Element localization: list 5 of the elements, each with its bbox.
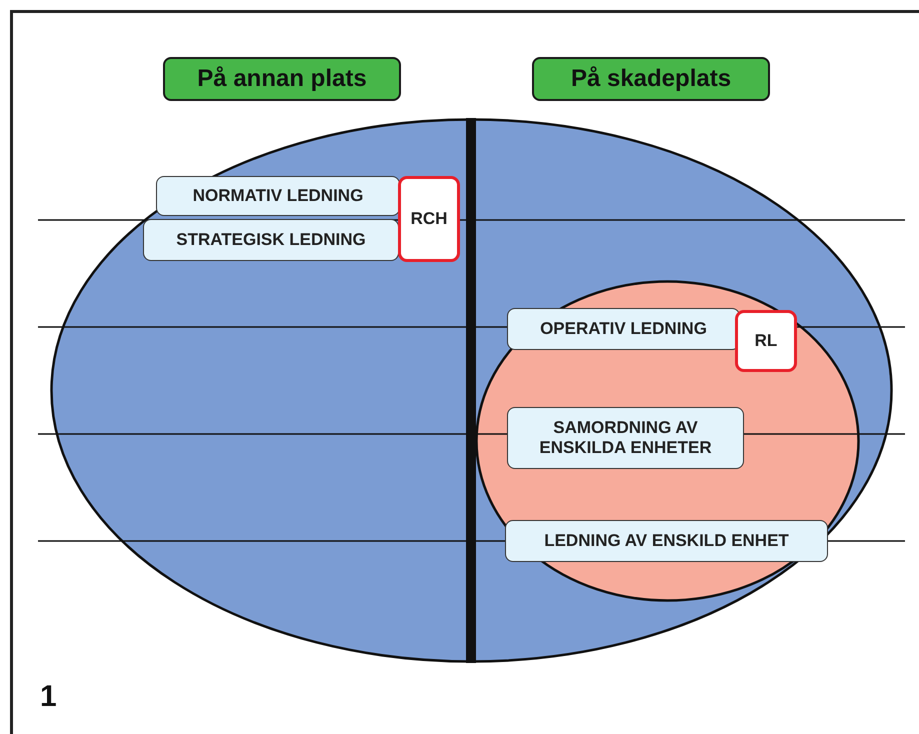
figure-number: 1 <box>40 680 57 714</box>
heading-badge: På annan plats <box>163 57 401 101</box>
heading-badge: På skadeplats <box>532 57 770 101</box>
level-label: SAMORDNING AV ENSKILDA ENHETER <box>507 407 744 469</box>
level-label: OPERATIV LEDNING <box>507 308 740 350</box>
